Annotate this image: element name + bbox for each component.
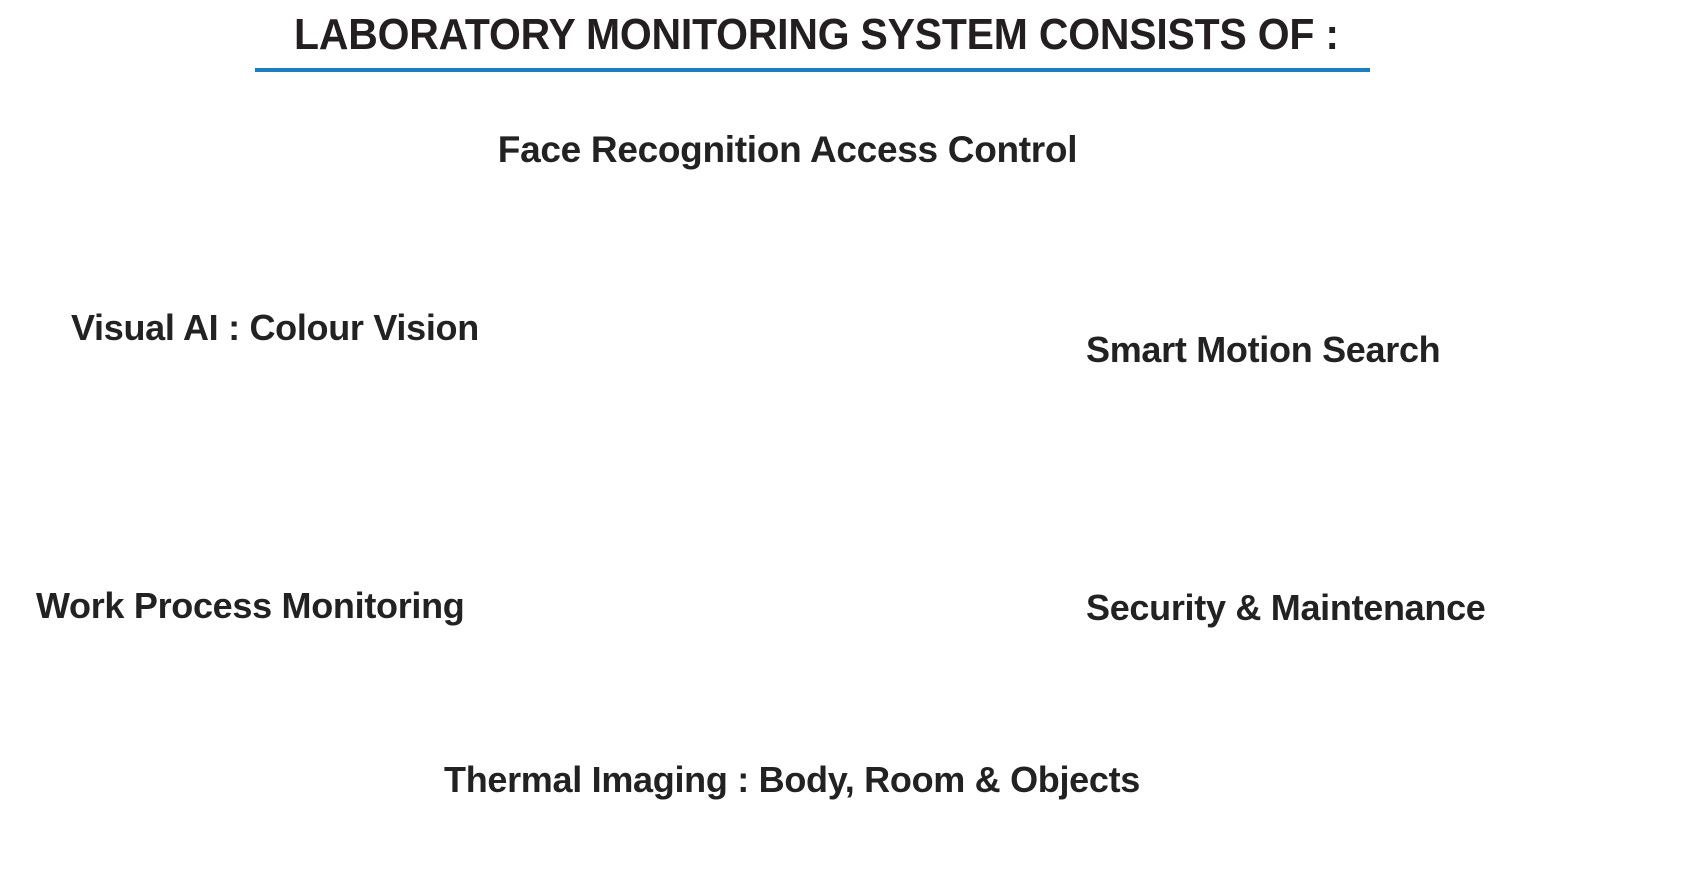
- feature-caption-thermal-imaging-body-room-objects: Thermal Imaging : Body, Room & Objects: [444, 759, 1141, 800]
- feature-caption-smart-motion-search: Smart Motion Search: [1086, 329, 1441, 370]
- feature-caption-security-and-maintenance: Security & Maintenance: [1086, 587, 1486, 628]
- feature-caption-work-process-monitoring: Work Process Monitoring: [36, 585, 465, 626]
- page-title: LABORATORY MONITORING SYSTEM CONSISTS OF…: [294, 10, 1339, 59]
- feature-caption-face-recognition-access-control: Face Recognition Access Control: [497, 129, 1078, 170]
- title-block: LABORATORY MONITORING SYSTEM CONSISTS OF…: [255, 8, 1370, 72]
- feature-caption-visual-ai-colour-vision: Visual AI : Colour Vision: [71, 307, 479, 348]
- title-underline-rule: [255, 68, 1370, 72]
